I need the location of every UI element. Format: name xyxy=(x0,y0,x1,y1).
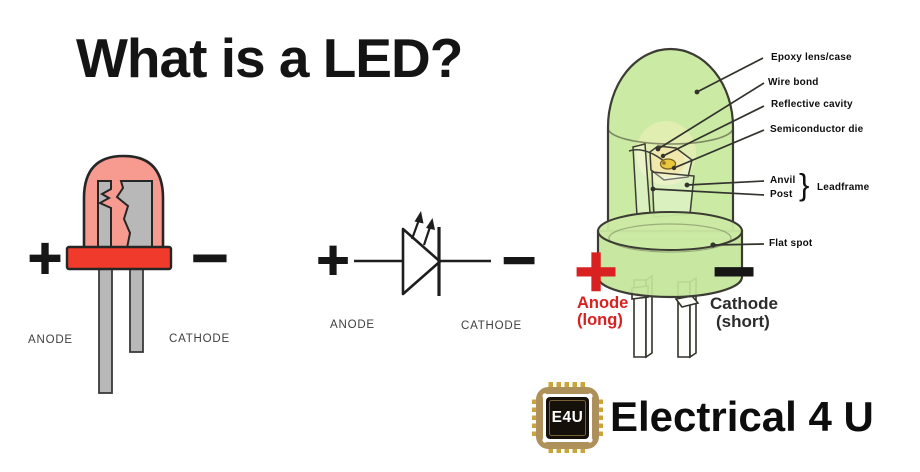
cutaway-cathode-word: Cathode xyxy=(710,294,778,313)
cutaway-dome-junction xyxy=(607,127,734,145)
logo-chip-icon xyxy=(532,382,603,453)
logo-chip-text: E4U xyxy=(551,409,584,426)
cutaway-anvil-body xyxy=(651,171,695,218)
cutaway-led-illustration xyxy=(596,47,765,359)
physical-led-right-electrode xyxy=(115,180,153,249)
physical-led-minus-sign: − xyxy=(188,228,232,286)
callout-epoxy-lens: Epoxy lens/case xyxy=(771,52,852,63)
cutaway-minus-sign: − xyxy=(708,236,759,304)
callout-wire-bond: Wire bond xyxy=(768,77,819,88)
physical-led-plus-sign: + xyxy=(25,230,66,284)
chip-die-inset xyxy=(549,400,586,436)
callout-anvil: Anvil xyxy=(770,175,796,186)
cutaway-anode-note: (long) xyxy=(577,311,623,330)
arrow-head-icon xyxy=(414,211,424,224)
cutaway-cathode-label: Cathode (short) xyxy=(710,294,778,332)
cutaway-plus-sign: + xyxy=(570,236,621,304)
cutaway-wire-bond xyxy=(628,149,665,162)
physical-led-cathode-label: CATHODE xyxy=(169,333,230,345)
led-symbol-illustration xyxy=(354,211,491,296)
callout-leader-lines xyxy=(650,57,765,248)
chip-corner-screws xyxy=(542,393,593,443)
symbol-anode-label: ANODE xyxy=(330,319,375,331)
symbol-light-arrows xyxy=(410,211,435,246)
cutaway-anode-word: Anode xyxy=(577,294,629,312)
symbol-minus-sign: − xyxy=(499,232,540,286)
cutaway-cathode-note: (short) xyxy=(716,312,770,332)
leadframe-brace: } xyxy=(799,167,810,202)
physical-led-illustration xyxy=(65,154,173,394)
symbol-plus-sign: + xyxy=(314,234,353,285)
cutaway-anode-label: Anode (long) xyxy=(577,294,629,330)
callout-semiconductor-die: Semiconductor die xyxy=(770,124,864,135)
physical-led-flange xyxy=(65,245,173,271)
arrow-head-icon xyxy=(426,218,435,230)
physical-led-anode-leg xyxy=(98,254,113,394)
cutaway-flange-top xyxy=(597,211,743,251)
callout-leadframe: Leadframe xyxy=(817,182,870,193)
chip-die xyxy=(546,397,589,439)
page-title: What is a LED? xyxy=(76,27,463,89)
logo-brand-text: Electrical 4 U xyxy=(610,393,874,440)
callout-flat-spot: Flat spot xyxy=(769,238,813,249)
physical-led-anode-label: ANODE xyxy=(28,334,73,346)
callout-post: Post xyxy=(770,189,793,200)
cutaway-die-contact xyxy=(662,161,666,165)
callout-reflective-cavity: Reflective cavity xyxy=(771,99,853,110)
symbol-triangle xyxy=(401,227,442,296)
symbol-cathode-label: CATHODE xyxy=(461,320,522,332)
physical-led-left-electrode xyxy=(97,180,112,249)
cutaway-flange-inner-rim xyxy=(608,223,732,253)
